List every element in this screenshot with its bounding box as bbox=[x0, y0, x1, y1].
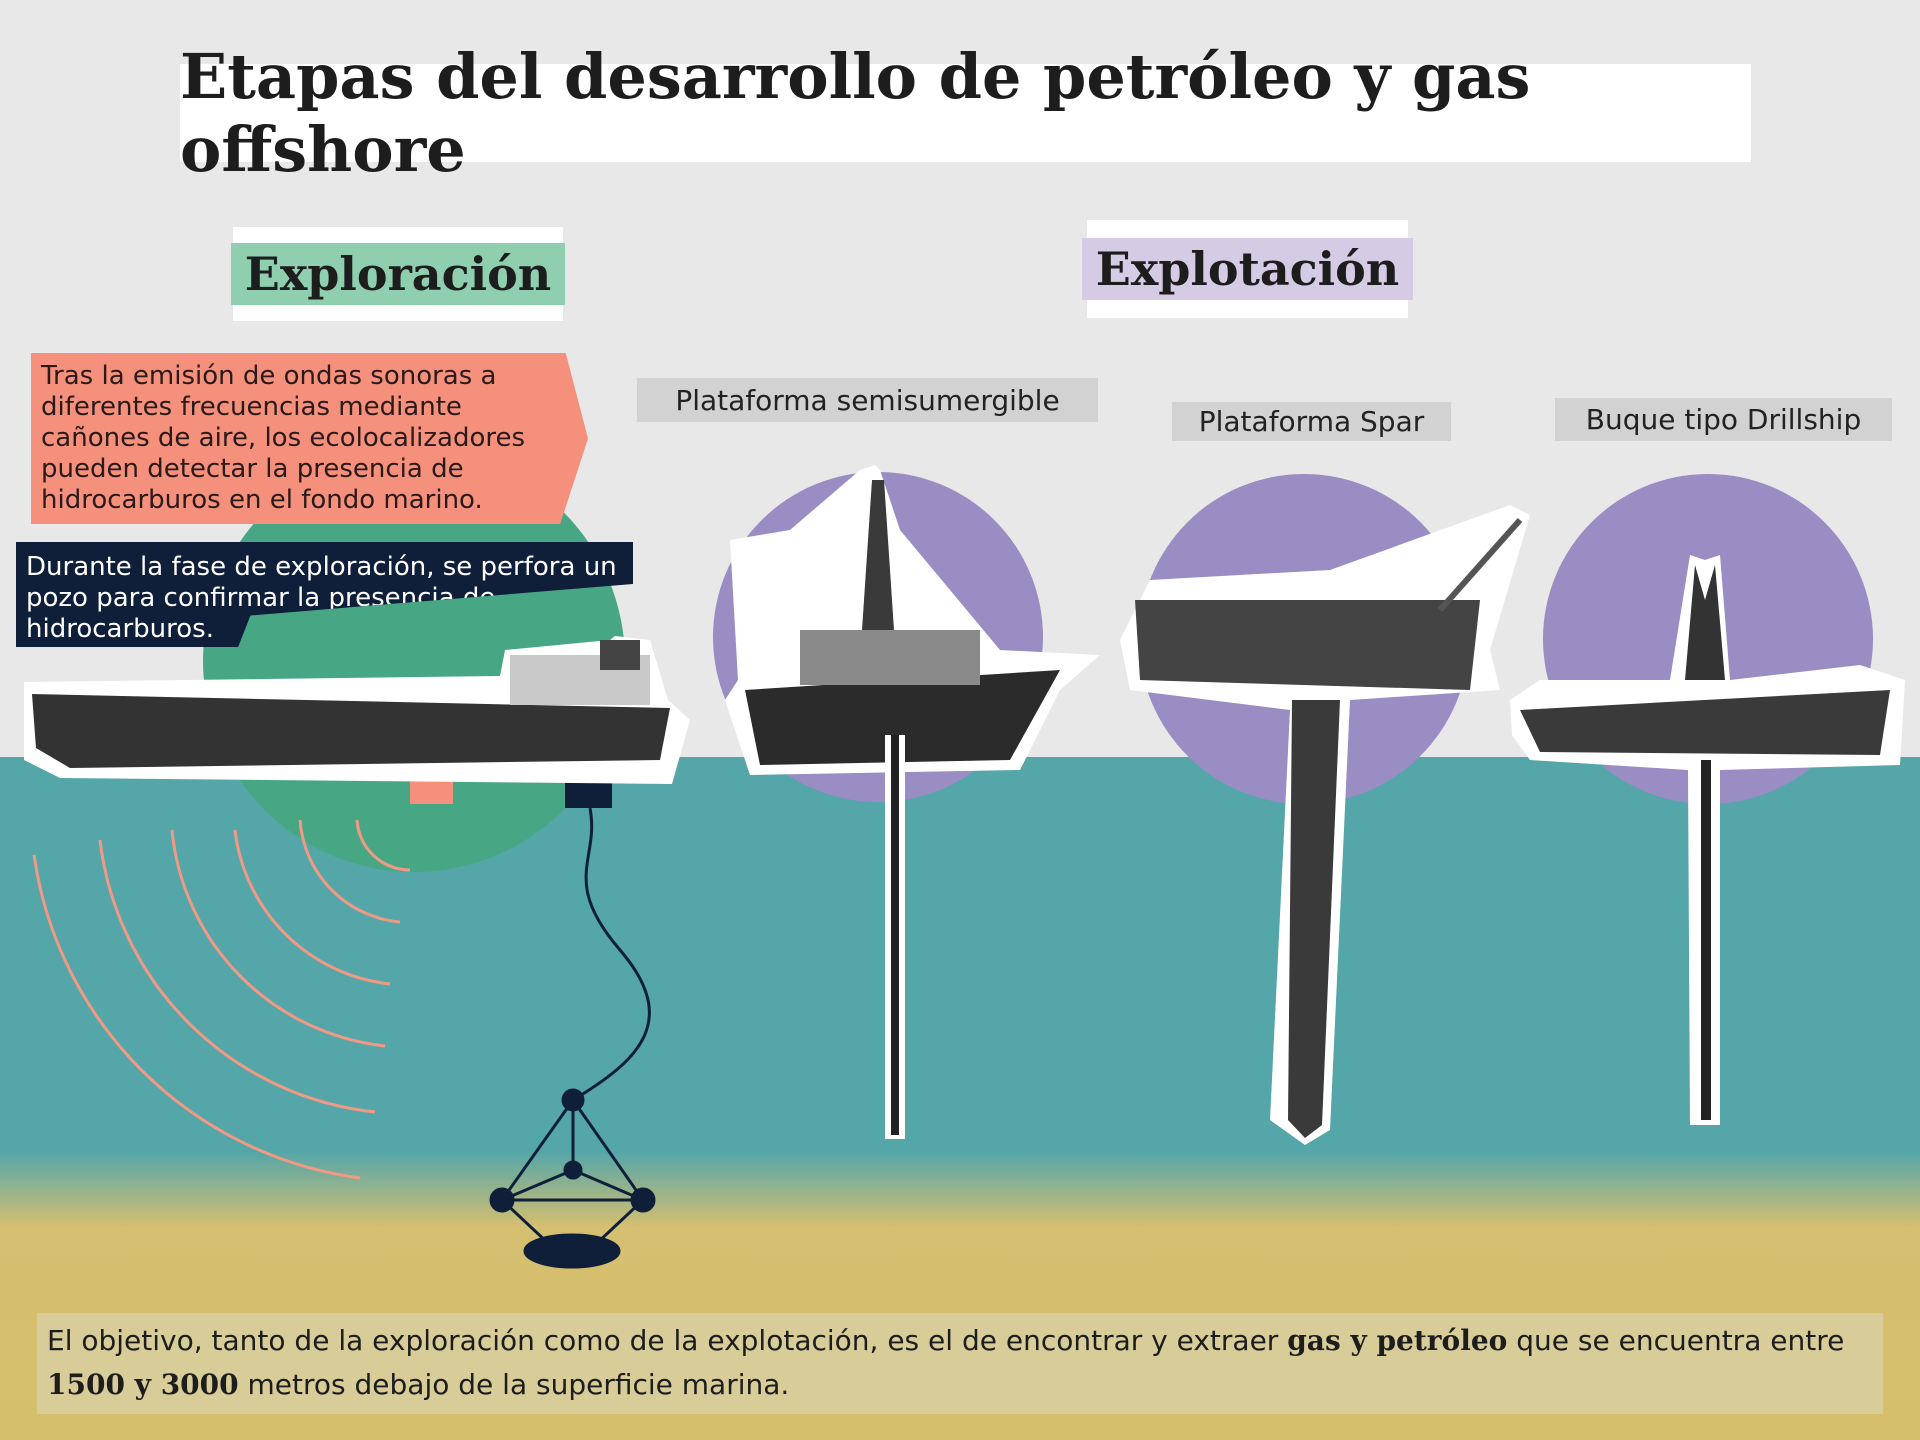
stage-exploration-label: Exploración bbox=[230, 243, 566, 305]
footer-text-3: metros debajo de la superficie marina. bbox=[238, 1368, 790, 1401]
spar-platform-icon bbox=[1120, 505, 1530, 1145]
stage-exploitation: Explotación bbox=[1081, 220, 1414, 318]
footer-bold-2: 1500 y 3000 bbox=[47, 1368, 239, 1401]
stage-exploitation-label: Explotación bbox=[1081, 238, 1414, 300]
footer-text-2: que se encuentra entre bbox=[1507, 1324, 1845, 1357]
title-box: Etapas del desarrollo de petróleo y gas … bbox=[180, 40, 1751, 186]
sonar-note: Tras la emisión de ondas sonoras a difer… bbox=[31, 353, 588, 524]
cable bbox=[572, 807, 651, 1102]
drillship-icon bbox=[1510, 555, 1905, 1125]
semisubmersible-platform-icon bbox=[725, 465, 1100, 1139]
survey-ship-icon bbox=[24, 636, 690, 784]
footer-bold-1: gas y petróleo bbox=[1287, 1324, 1508, 1357]
sonar-waves-icon bbox=[32, 819, 411, 1180]
footer-summary: El objetivo, tanto de la exploración com… bbox=[37, 1313, 1883, 1414]
footer-text-1: El objetivo, tanto de la exploración com… bbox=[47, 1324, 1288, 1357]
label-semisubmersible: Plataforma semisumergible bbox=[637, 378, 1098, 422]
seabed-sensor-icon bbox=[489, 1088, 656, 1269]
label-spar: Plataforma Spar bbox=[1172, 402, 1451, 441]
label-drillship: Buque tipo Drillship bbox=[1555, 398, 1892, 441]
page-title: Etapas del desarrollo de petróleo y gas … bbox=[180, 40, 1531, 186]
stage-exploration: Exploración bbox=[230, 227, 566, 321]
